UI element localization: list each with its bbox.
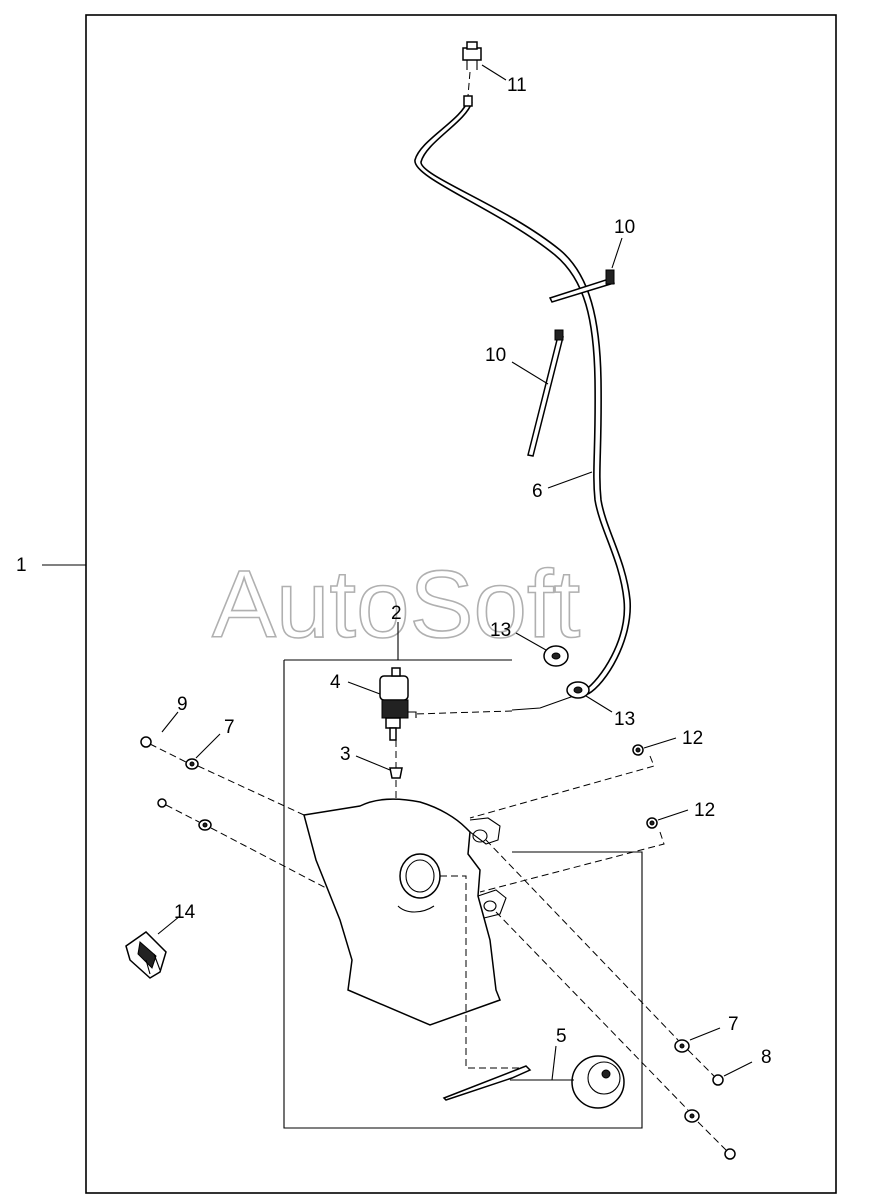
nut-lower [646,817,658,829]
watermark: AutoSoft [212,551,580,658]
callout-10-upper: 10 [614,217,635,238]
callout-11: 11 [507,75,527,96]
cable-tie-lower [527,329,564,457]
callout-12-lower: 12 [694,800,715,821]
bolt-left-upper [140,736,199,770]
bolt-right-upper [674,1039,724,1086]
washer-pump [379,667,417,741]
callout-9: 9 [177,694,188,715]
washer-nozzle [462,41,482,107]
callout-7-right: 7 [728,1014,739,1035]
callout-13-upper: 13 [490,620,511,641]
bolt-left-lower [157,798,212,831]
callout-1: 1 [16,555,27,576]
grommet-upper [543,645,569,667]
pump-seal [389,767,403,779]
callout-13-lower: 13 [614,709,635,730]
washer-hose [414,99,626,691]
electrical-connector [125,931,167,979]
outer-frame [85,14,837,1194]
callout-8: 8 [761,1047,772,1068]
callout-6: 6 [532,481,543,502]
callout-10-lower: 10 [485,345,506,366]
filler-cap [442,1055,625,1109]
cable-tie-upper [548,269,615,303]
washer-reservoir [303,798,507,1026]
callout-2: 2 [391,603,402,624]
grommet-lower [566,681,590,699]
callout-4: 4 [330,672,341,693]
callout-7-left: 7 [224,717,235,738]
callout-14: 14 [174,902,196,923]
bolt-right-lower [684,1109,736,1160]
callout-5: 5 [556,1026,567,1047]
nut-upper [632,744,644,756]
callout-3: 3 [340,744,351,765]
callout-12-upper: 12 [682,728,703,749]
